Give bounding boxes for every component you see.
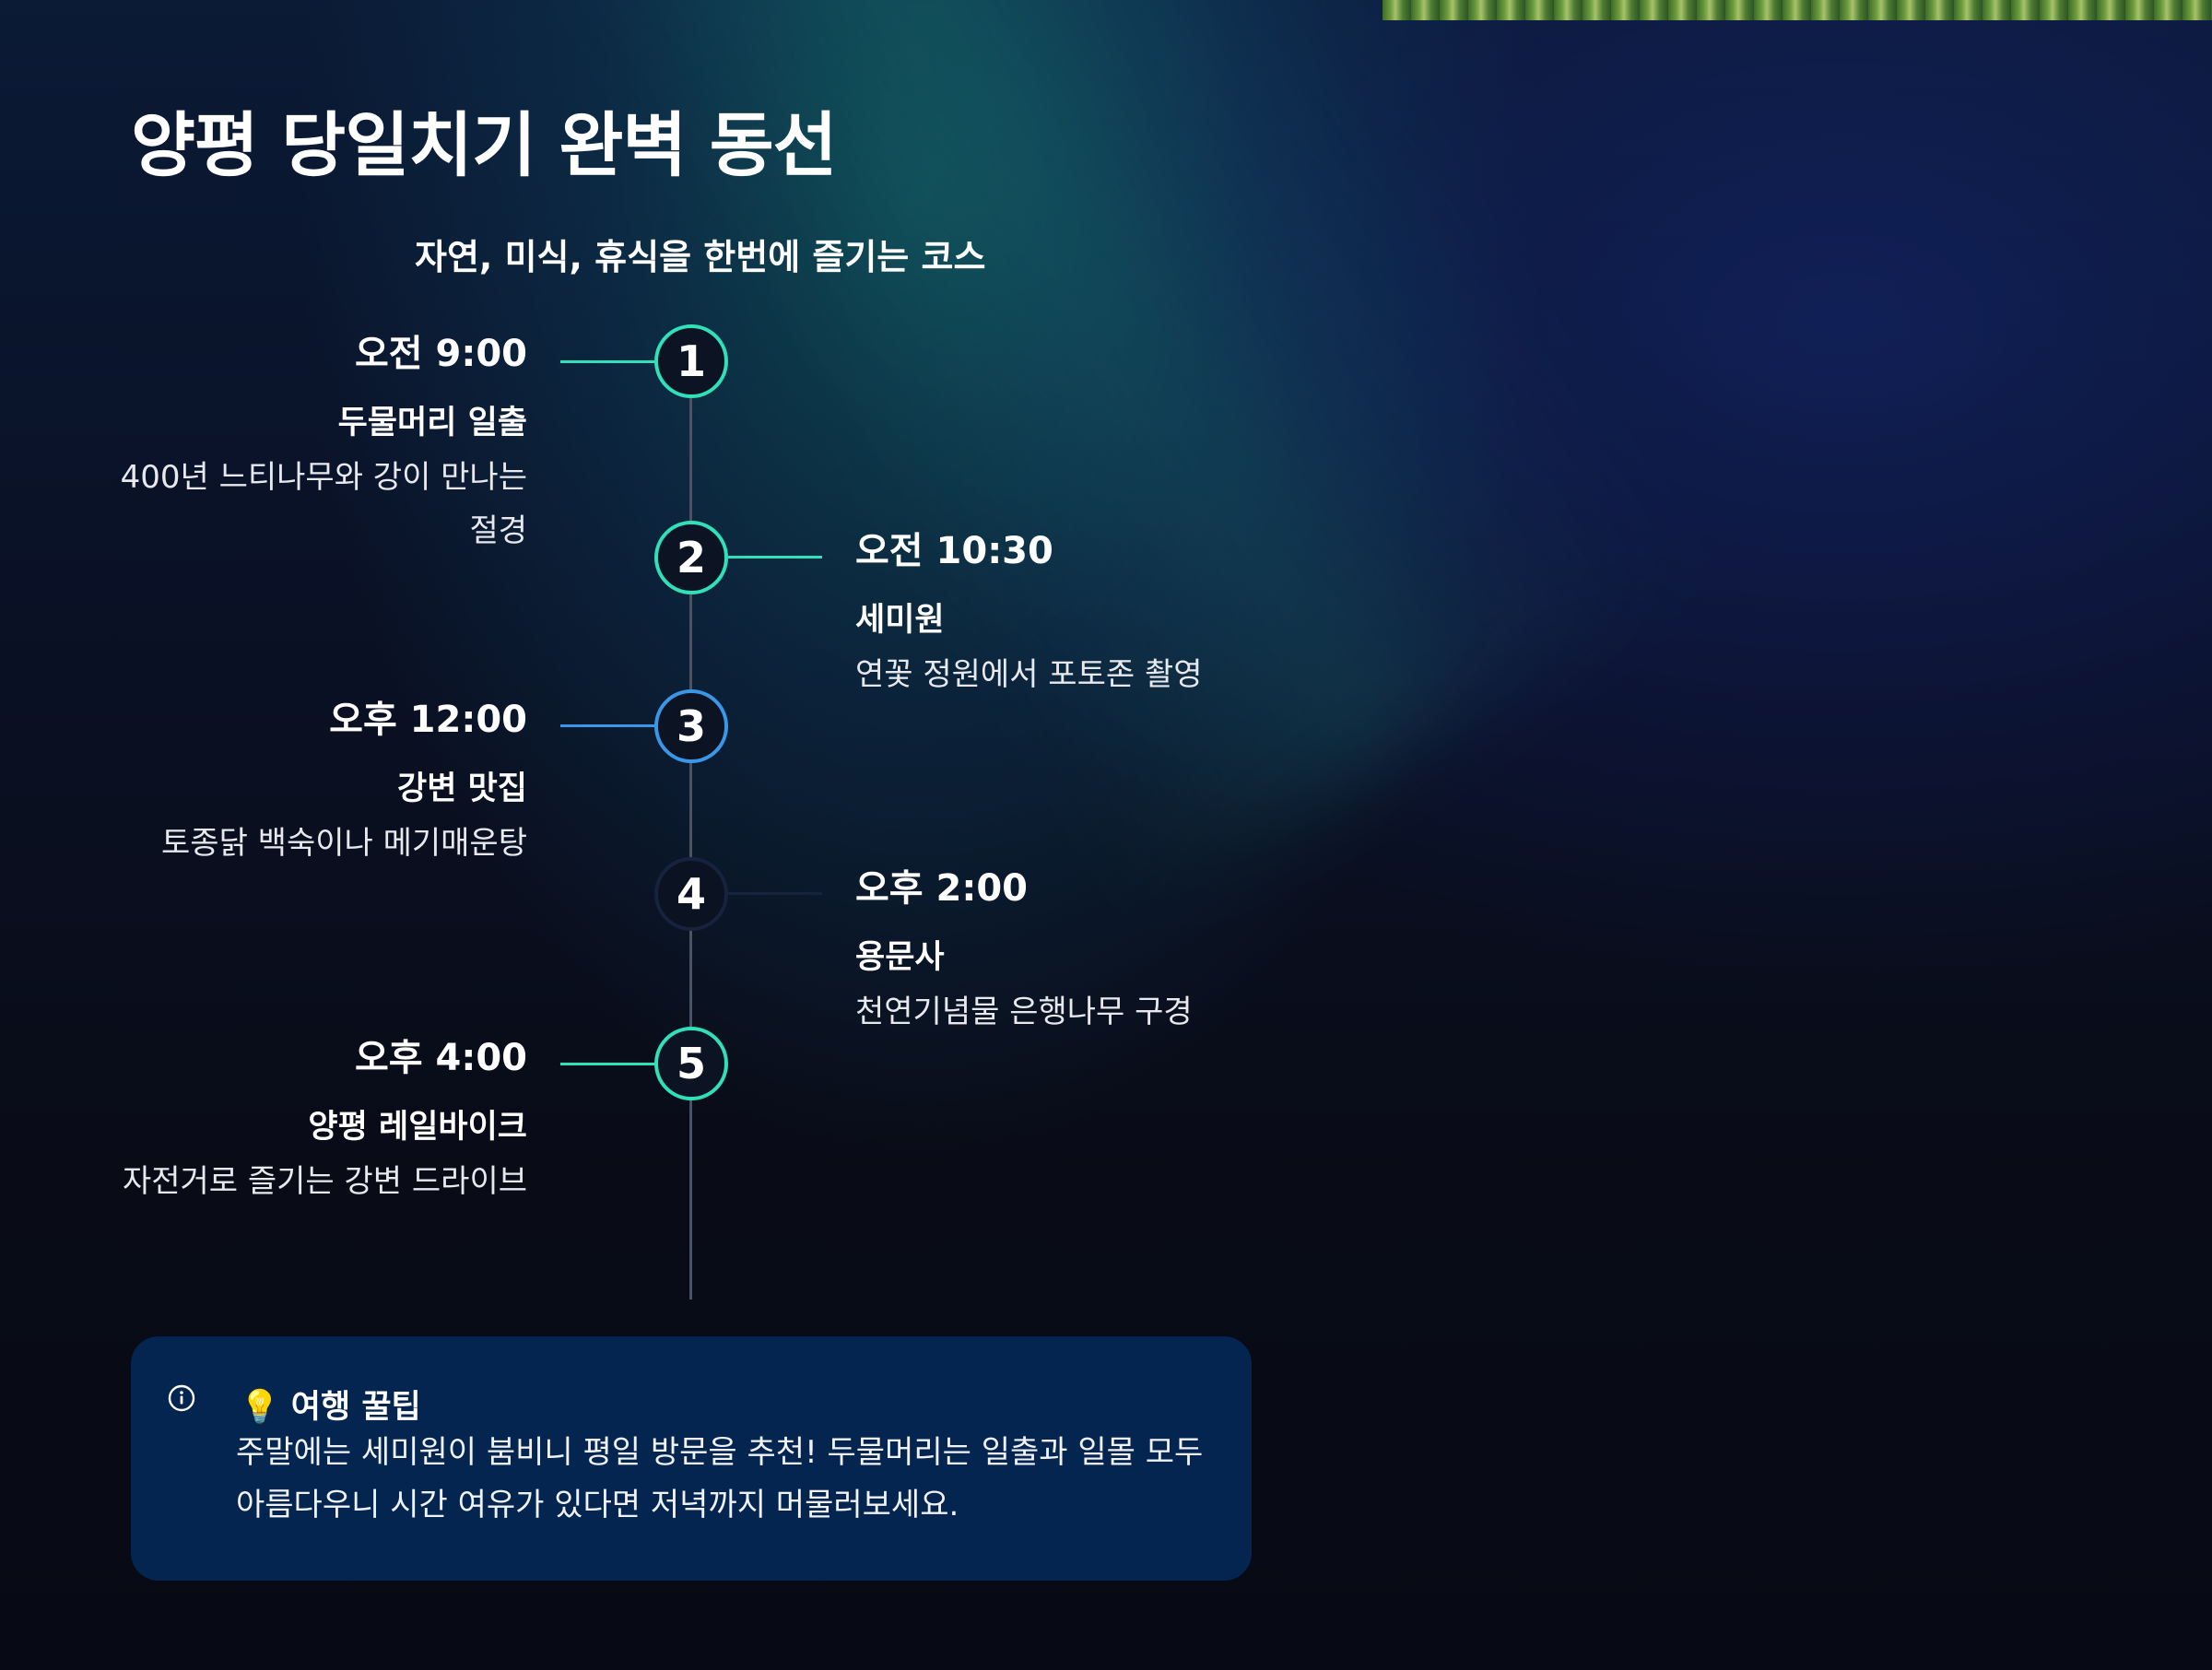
timeline-node-1: 1 bbox=[654, 324, 728, 398]
item-time: 오전 10:30 bbox=[855, 529, 1335, 573]
top-photo-strip bbox=[1382, 0, 2212, 20]
travel-tip-box: 💡 여행 꿀팁 주말에는 세미원이 붐비니 평일 방문을 추천! 두물머리는 일… bbox=[131, 1336, 1252, 1581]
step-number: 5 bbox=[677, 1039, 706, 1088]
timeline-item-1: 오전 9:00 두물머리 일출 400년 느티나무와 강이 만나는 절경 bbox=[103, 332, 527, 559]
timeline-node-3: 3 bbox=[654, 689, 728, 763]
timeline-connector-4 bbox=[728, 892, 822, 895]
timeline-axis bbox=[689, 359, 692, 1300]
item-time: 오후 4:00 bbox=[103, 1036, 527, 1080]
item-description: 연꽃 정원에서 포토존 촬영 bbox=[855, 649, 1335, 702]
item-description: 토종닭 백숙이나 메기매운탕 bbox=[103, 817, 527, 871]
item-place: 세미원 bbox=[855, 601, 1335, 640]
timeline-node-2: 2 bbox=[654, 521, 728, 594]
tip-body: 주말에는 세미원이 붐비니 평일 방문을 추천! 두물머리는 일출과 일몰 모두… bbox=[236, 1427, 1222, 1532]
item-time: 오전 9:00 bbox=[103, 332, 527, 376]
item-time: 오후 2:00 bbox=[855, 866, 1335, 911]
step-number: 2 bbox=[677, 533, 706, 582]
item-description: 천연기념물 은행나무 구경 bbox=[855, 986, 1335, 1040]
timeline-connector-2 bbox=[728, 556, 822, 559]
item-place: 양평 레일바이크 bbox=[103, 1108, 527, 1147]
step-number: 4 bbox=[677, 869, 706, 919]
item-place: 강변 맛집 bbox=[103, 770, 527, 808]
item-description: 400년 느티나무와 강이 만나는 절경 bbox=[103, 452, 527, 559]
info-icon bbox=[168, 1384, 195, 1412]
step-number: 3 bbox=[677, 701, 706, 751]
item-place: 두물머리 일출 bbox=[103, 404, 527, 442]
page-subtitle: 자연, 미식, 휴식을 한번에 즐기는 코스 bbox=[415, 229, 985, 279]
timeline-connector-1 bbox=[560, 360, 656, 363]
step-number: 1 bbox=[677, 336, 706, 386]
timeline-node-5: 5 bbox=[654, 1027, 728, 1100]
item-time: 오후 12:00 bbox=[103, 698, 527, 742]
timeline-connector-5 bbox=[560, 1063, 656, 1065]
timeline-connector-3 bbox=[560, 724, 656, 727]
item-description: 자전거로 즐기는 강변 드라이브 bbox=[103, 1156, 527, 1209]
timeline-item-5: 오후 4:00 양평 레일바이크 자전거로 즐기는 강변 드라이브 bbox=[103, 1036, 527, 1209]
timeline-item-3: 오후 12:00 강변 맛집 토종닭 백숙이나 메기매운탕 bbox=[103, 698, 527, 871]
timeline-node-4: 4 bbox=[654, 857, 728, 931]
item-place: 용문사 bbox=[855, 938, 1335, 977]
timeline-item-4: 오후 2:00 용문사 천연기념물 은행나무 구경 bbox=[855, 866, 1335, 1040]
tip-title: 💡 여행 꿀팁 bbox=[240, 1381, 421, 1428]
page-title: 양평 당일치기 완벽 동선 bbox=[131, 88, 837, 190]
timeline-item-2: 오전 10:30 세미원 연꽃 정원에서 포토존 촬영 bbox=[855, 529, 1335, 702]
